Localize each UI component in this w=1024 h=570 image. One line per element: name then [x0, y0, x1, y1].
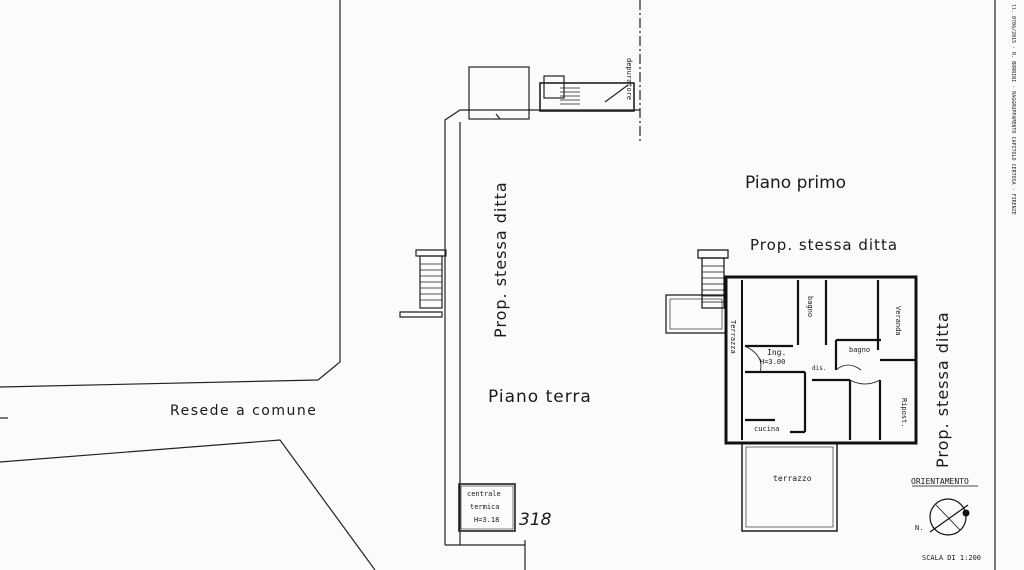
room-veranda: Veranda — [894, 306, 902, 336]
label-orientamento: ORIENTAMENTO — [911, 477, 969, 486]
room-terrazza: Terrazza — [729, 320, 737, 354]
middle-stair-head — [415, 249, 447, 257]
label-scala: SCALA DI 1:200 — [922, 554, 981, 562]
site-boundaries — [0, 0, 996, 570]
margin-archive-text: ll. 0706/2015 · R. BORRINI · RAGGRUPPAME… — [1010, 4, 1016, 215]
room-terrazzo: terrazzo — [773, 474, 812, 483]
compass-needle-cross — [935, 504, 961, 531]
middle-stair-base — [399, 311, 443, 318]
depuratore-pointer — [604, 84, 629, 103]
apartment-stair-treads — [702, 265, 724, 303]
label-parcel-number: 318 — [519, 510, 552, 530]
middle-stair-treads — [420, 263, 442, 301]
top-shed-detail — [495, 113, 501, 120]
courtyard-boundary — [444, 109, 640, 545]
top-structures — [468, 66, 635, 120]
label-centrale-2: termica — [470, 503, 500, 511]
compass-circle — [929, 498, 967, 536]
compass-marker — [962, 509, 970, 517]
centrale-inner — [460, 485, 514, 530]
label-centrale-1: centrale — [467, 490, 501, 498]
label-prop-vertical-right: Prop. stessa ditta — [933, 311, 952, 468]
label-prop-top: Prop. stessa ditta — [750, 236, 898, 254]
apartment-stair-shaft — [701, 257, 725, 309]
door-swings — [744, 345, 881, 385]
depuratore-stair — [543, 75, 565, 99]
terrazzo-inner — [745, 446, 834, 528]
apartment-plan — [665, 249, 918, 532]
internal-walls — [745, 280, 915, 440]
apartment-stair-landing — [665, 294, 727, 334]
room-bagno-2: bagno — [849, 346, 870, 354]
orientation-compass — [912, 485, 978, 536]
label-centrale-height: H=3.18 — [474, 516, 499, 524]
apartment-stair-landing-inner — [669, 298, 723, 330]
room-ripost: Ripost. — [900, 398, 908, 428]
label-piano-primo: Piano primo — [745, 173, 846, 193]
room-cucina: cucina — [754, 425, 779, 433]
terrazzo-outline — [741, 442, 838, 532]
room-dis: dis. — [812, 365, 826, 372]
apartment-stair-head — [697, 249, 729, 259]
depuratore-stair-treads — [560, 87, 580, 105]
top-shed — [468, 66, 530, 120]
centrale-termica — [458, 483, 516, 532]
label-resede: Resede a comune — [170, 403, 317, 419]
label-piano-terra: Piano terra — [488, 387, 592, 407]
room-ingresso-height: H=3.00 — [760, 358, 785, 366]
depuratore-box — [539, 82, 635, 112]
left-parcel-boundary — [0, 0, 341, 388]
label-prop-vertical-mid: Prop. stessa ditta — [491, 181, 510, 338]
middle-stair — [399, 249, 447, 318]
label-north: N. — [915, 524, 923, 532]
lower-left-boundary — [0, 439, 376, 570]
room-ingresso: Ing. — [767, 348, 786, 357]
centrale-box — [458, 483, 516, 532]
label-depuratore: depuratore — [625, 58, 633, 100]
room-bagno-1: bagno — [806, 296, 814, 317]
